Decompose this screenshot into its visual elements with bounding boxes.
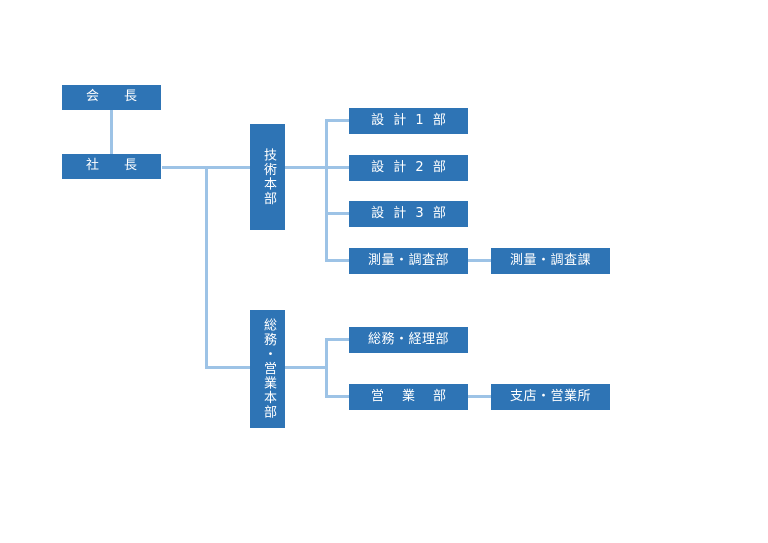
connector-engineering-hq-stub — [285, 166, 327, 169]
connector-survey-dept-section — [468, 259, 491, 262]
node-chairman-label: 会 長 — [85, 89, 143, 105]
node-admin-sales-hq-label: 総務・営業本部 — [260, 318, 276, 420]
node-sales-dept[interactable]: 営 業 部 — [349, 384, 468, 410]
node-design2-label: 設 計 2 部 — [371, 159, 449, 175]
connector-admin-sales-hq-stub — [285, 366, 327, 369]
node-survey-section-label: 測量・調査課 — [509, 252, 591, 268]
connector-trunk-admin-sales-hq — [205, 366, 253, 369]
node-admin-sales-hq[interactable]: 総務・営業本部 — [250, 310, 285, 428]
node-survey-section[interactable]: 測量・調査課 — [491, 248, 610, 274]
connector-trunk-engineering-hq — [205, 166, 253, 169]
node-design3-label: 設 計 3 部 — [371, 205, 449, 221]
connector-branch-survey-dept — [325, 259, 350, 262]
connector-chairman-president — [110, 110, 113, 156]
connector-branch-general-accounting — [325, 338, 350, 341]
node-design1-label: 設 計 1 部 — [371, 112, 449, 128]
connector-sales-dept-branch-office — [468, 395, 491, 398]
connector-main-trunk — [205, 166, 208, 369]
node-president[interactable]: 社 長 — [62, 154, 161, 179]
node-general-accounting-label: 総務・経理部 — [367, 331, 449, 347]
node-design3[interactable]: 設 計 3 部 — [349, 201, 468, 227]
connector-admin-branch-riser — [325, 338, 328, 397]
connector-branch-design3 — [325, 212, 350, 215]
connector-branch-design1 — [325, 119, 350, 122]
node-chairman[interactable]: 会 長 — [62, 85, 161, 110]
node-general-accounting[interactable]: 総務・経理部 — [349, 327, 468, 353]
node-sales-dept-label: 営 業 部 — [370, 388, 449, 404]
node-president-label: 社 長 — [85, 158, 143, 174]
node-engineering-hq[interactable]: 技術本部 — [250, 124, 285, 230]
connector-engineering-branch-riser — [325, 119, 328, 262]
connector-branch-design2 — [325, 166, 350, 169]
connector-branch-sales-dept — [325, 395, 350, 398]
node-design1[interactable]: 設 計 1 部 — [349, 108, 468, 134]
node-survey-dept-label: 測量・調査部 — [367, 252, 449, 268]
node-survey-dept[interactable]: 測量・調査部 — [349, 248, 468, 274]
node-design2[interactable]: 設 計 2 部 — [349, 155, 468, 181]
node-engineering-hq-label: 技術本部 — [260, 148, 276, 206]
connector-president-trunk — [162, 166, 208, 169]
node-branch-office[interactable]: 支店・営業所 — [491, 384, 610, 410]
node-branch-office-label: 支店・営業所 — [509, 388, 591, 404]
